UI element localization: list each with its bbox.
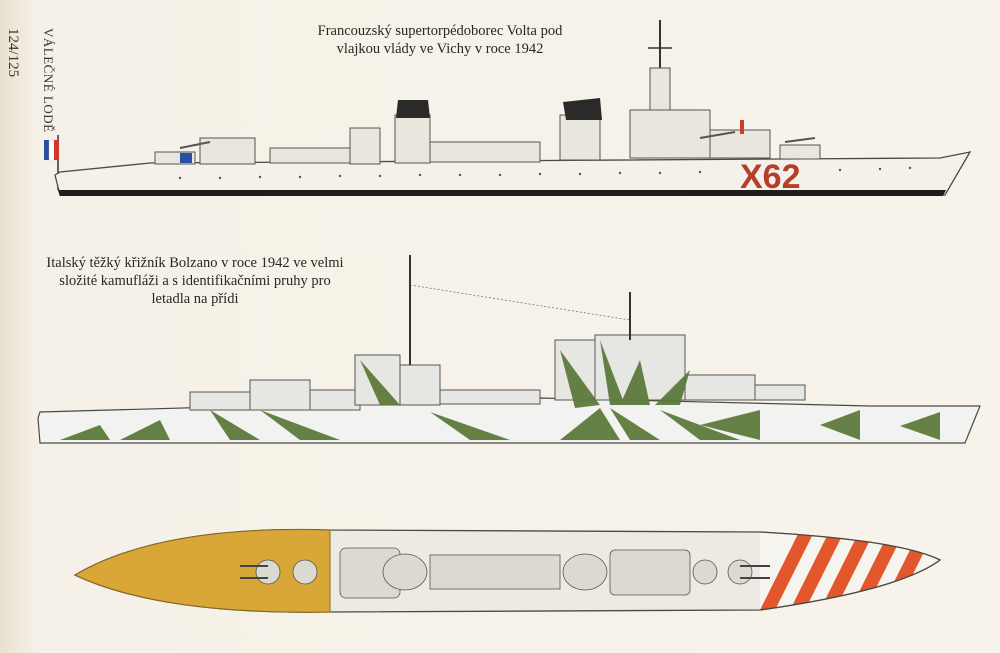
- book-title: VÁLEČNÉ LODĚ: [41, 28, 56, 133]
- page-numbers: 124/125: [5, 28, 21, 78]
- bolzano-caption-line-3: letadla na přídi: [151, 291, 239, 307]
- bolzano-wooden-deck: [73, 529, 331, 613]
- bolzano-caption: Italský těžký křižník Bolzano v roce 194…: [40, 254, 350, 308]
- volta-caption-line-1: Francouzský supertorpédoborec Volta pod: [317, 23, 563, 39]
- volta-caption: Francouzský supertorpédoborec Volta pod …: [300, 22, 580, 58]
- bolzano-caption-line-1: Italský těžký křižník Bolzano v roce 194…: [46, 255, 344, 271]
- volta-caption-line-2: vlajkou vlády ve Vichy v roce 1942: [336, 41, 544, 57]
- bolzano-caption-line-2: složité kamufláži a s identifikačními pr…: [59, 273, 331, 289]
- side-label: 124/125 VÁLEČNÉ LODĚ: [2, 28, 56, 228]
- volta-waterline: [58, 190, 946, 196]
- bolzano-camouflage: [60, 340, 940, 440]
- volta-hull-number: X62: [740, 158, 801, 196]
